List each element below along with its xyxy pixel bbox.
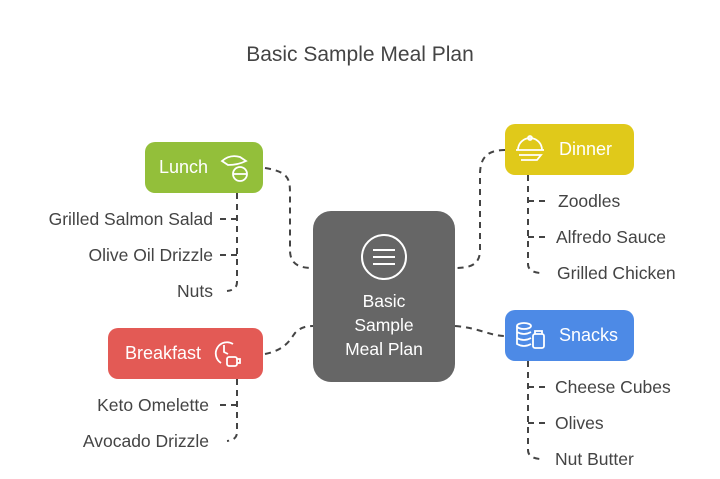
list-item: Cheese Cubes: [555, 377, 671, 397]
branch-snacks[interactable]: Snacks: [505, 310, 634, 361]
clock-coffee-icon: [214, 340, 241, 367]
list-item: Grilled Salmon Salad: [48, 209, 213, 229]
center-label: Basic Sample Meal Plan: [313, 289, 455, 361]
breakfast-items-line: [220, 379, 238, 442]
dinner-items-line: [527, 175, 545, 274]
menu-lines-icon: [361, 234, 407, 280]
center-line: Sample: [354, 315, 414, 335]
jar-stack-icon: [516, 321, 545, 349]
branch-label: Snacks: [559, 325, 619, 345]
diagram-title: Basic Sample Meal Plan: [246, 43, 474, 66]
connector-dinner: [454, 149, 506, 269]
branch-label: Breakfast: [125, 343, 202, 363]
list-item: Nut Butter: [555, 449, 634, 469]
branch-label: Dinner: [559, 139, 613, 159]
connector-snacks: [454, 325, 506, 337]
connector-breakfast: [264, 325, 314, 355]
connector-lunch: [264, 167, 314, 269]
list-item: Grilled Chicken: [557, 263, 676, 283]
list-item: Alfredo Sauce: [556, 227, 666, 247]
list-item: Olive Oil Drizzle: [88, 245, 213, 265]
branch-dinner[interactable]: Dinner: [505, 124, 634, 175]
list-item: Nuts: [177, 281, 213, 301]
salad-bowl-icon: [220, 154, 248, 182]
list-item: Zoodles: [558, 191, 621, 211]
branch-label: Lunch: [159, 157, 209, 177]
branch-lunch[interactable]: Lunch: [145, 142, 263, 193]
list-item: Keto Omelette: [97, 395, 209, 415]
center-node[interactable]: Basic Sample Meal Plan: [313, 211, 455, 382]
snacks-items-line: [527, 361, 545, 460]
list-item: Olives: [555, 413, 604, 433]
center-line: Basic: [362, 291, 406, 311]
list-item: Avocado Drizzle: [82, 431, 209, 451]
lunch-items-line: [220, 193, 238, 292]
center-line: Meal Plan: [345, 339, 423, 359]
cloche-icon: [516, 134, 544, 161]
branch-breakfast[interactable]: Breakfast: [108, 328, 263, 379]
